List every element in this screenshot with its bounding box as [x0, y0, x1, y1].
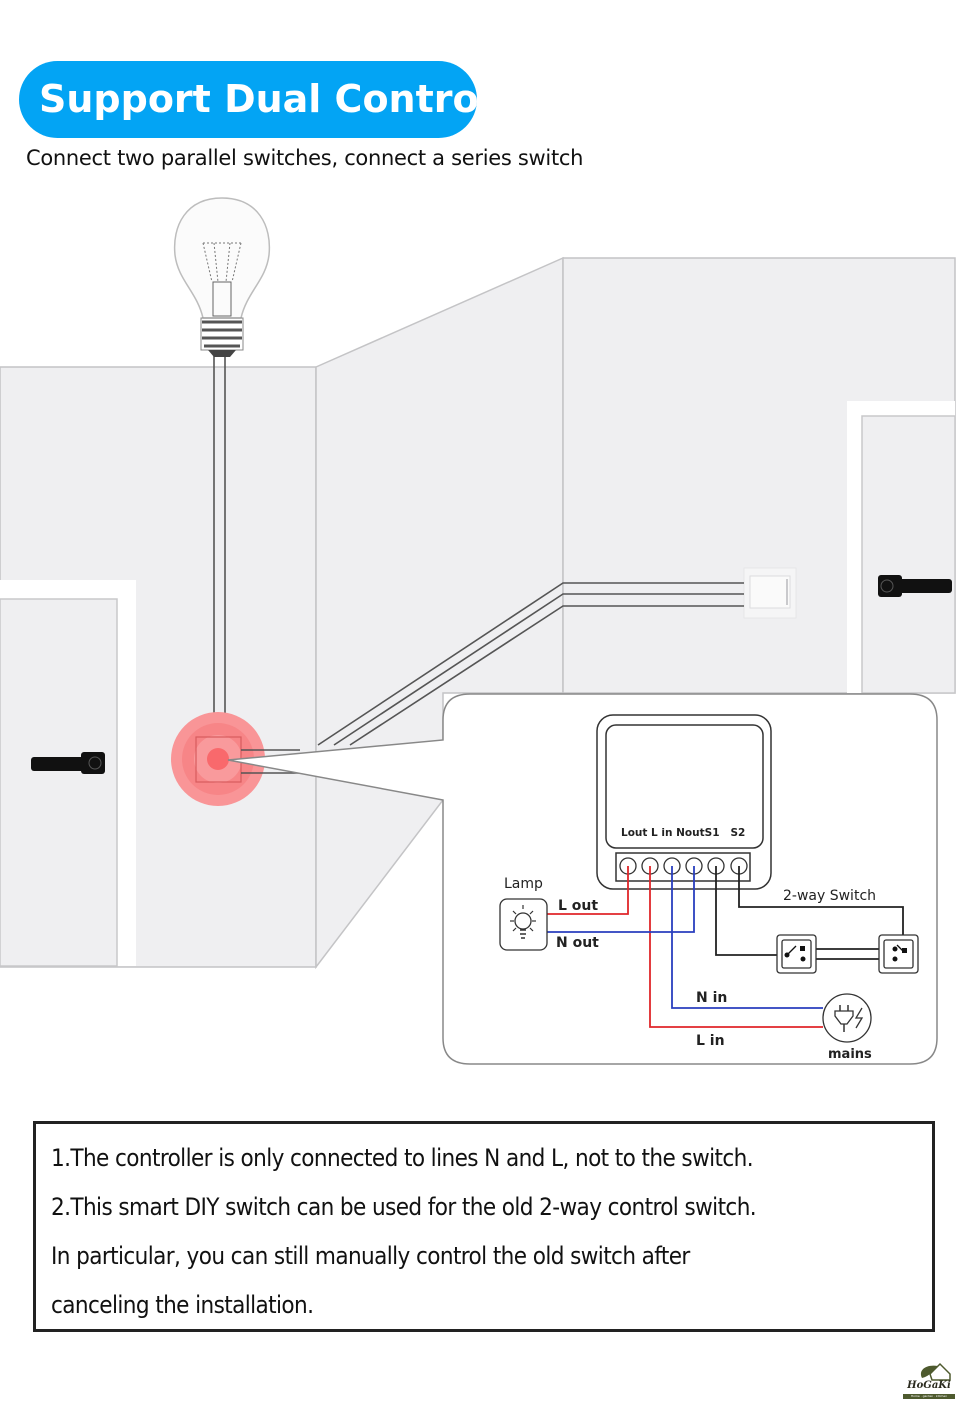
house-leaf-icon	[920, 1362, 951, 1381]
right-door	[847, 401, 956, 694]
two-way-switch-icon	[776, 934, 817, 974]
terminal-labels: Lout L in NoutS1 S2	[621, 827, 745, 839]
note-line: In particular, you can still manually co…	[51, 1242, 690, 1270]
mains-plug-icon	[822, 993, 872, 1043]
title-banner: Support Dual Control	[19, 61, 492, 138]
lamp-label: Lamp	[504, 876, 543, 892]
note-line: 1.The controller is only connected to li…	[51, 1144, 754, 1172]
controller-hotspot	[171, 712, 300, 806]
door-handle-icon	[878, 575, 952, 597]
logo-name: HoGaKi	[907, 1380, 951, 1391]
subtitle: Connect two parallel switches, connect a…	[26, 146, 584, 170]
n-out-label: N out	[556, 935, 599, 951]
page-title: Support Dual Control	[39, 77, 492, 121]
brand-logo: HoGaKi Home · garden · kitchen	[900, 1360, 958, 1402]
lamp-icon	[499, 898, 548, 951]
smart-switch-module: Lout L in NoutS1 S2	[596, 714, 772, 890]
logo-tagline: Home · garden · kitchen	[903, 1394, 955, 1399]
bulb-wires	[213, 350, 226, 742]
two-way-switch-icon	[878, 934, 919, 974]
mains-label: mains	[828, 1047, 872, 1062]
l-out-label: L out	[558, 898, 598, 914]
note-line: canceling the installation.	[51, 1291, 314, 1319]
switch-wires	[317, 582, 744, 746]
notes-box: 1.The controller is only connected to li…	[33, 1121, 935, 1332]
n-in-label: N in	[696, 990, 727, 1006]
note-line: 2.This smart DIY switch can be used for …	[51, 1193, 757, 1221]
left-door	[0, 580, 136, 967]
door-handle-icon	[31, 752, 105, 774]
two-way-switch-label: 2-way Switch	[783, 888, 876, 904]
l-in-label: L in	[696, 1033, 725, 1049]
light-bulb-icon	[173, 197, 271, 357]
wall-switch-icon	[743, 567, 797, 619]
